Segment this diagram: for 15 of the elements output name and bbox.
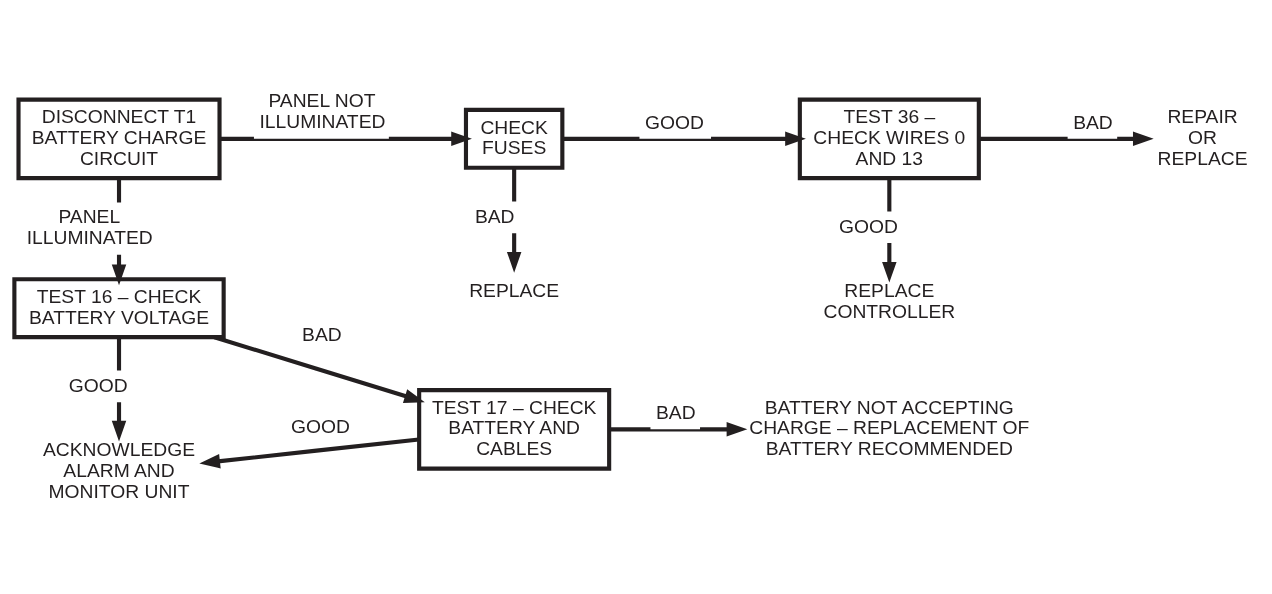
edge-label: GOOD (644, 111, 704, 133)
node-text: ACKNOWLEDGE ALARM AND MONITOR UNIT (43, 438, 196, 502)
edge-label: PANEL ILLUMINATED (26, 205, 153, 248)
node-text: REPLACE (469, 279, 560, 301)
edge-label: BAD (655, 401, 696, 423)
edge-label: BAD (302, 323, 342, 345)
node-text: REPLACE CONTROLLER (823, 279, 956, 322)
edge-label: BAD (1073, 111, 1113, 133)
edge-label: PANEL NOT ILLUMINATED (259, 89, 386, 132)
edge-label: GOOD (839, 215, 898, 237)
node-text: REPAIR OR REPLACE (1157, 105, 1248, 169)
node-text: BATTERY NOT ACCEPTING CHARGE – REPLACEMENT OF BATTERY RECOMMENDED (749, 396, 1030, 459)
edge-label: GOOD (291, 415, 350, 437)
edge-label: GOOD (68, 374, 128, 396)
edge-label: BAD (474, 205, 515, 227)
